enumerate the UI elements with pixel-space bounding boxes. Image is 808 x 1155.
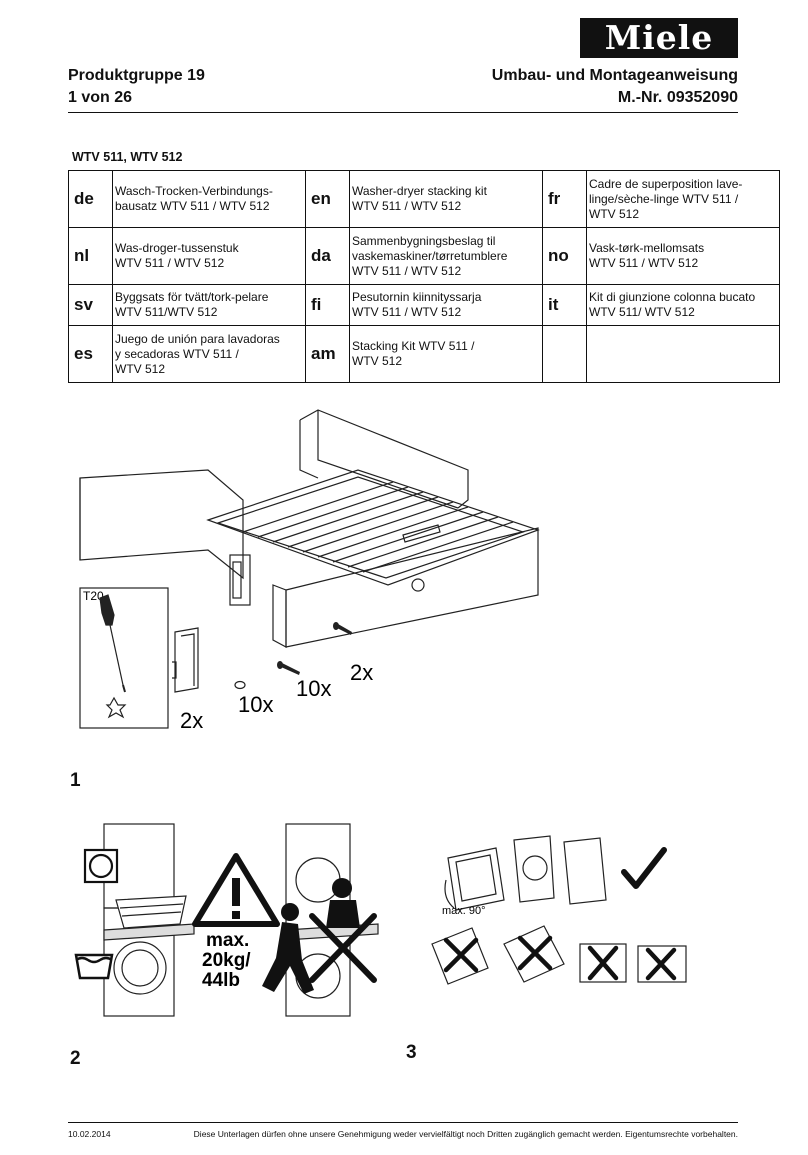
bracket-clip-icon: [172, 627, 199, 693]
figure-3-orientation: max. 90°: [431, 835, 687, 985]
warning-text-line3: 44lb: [202, 970, 240, 991]
language-description-line: Sammenbygningsbeslag til: [352, 233, 496, 248]
qty-washer: 10x: [238, 692, 273, 717]
language-description-line: vaskemaskiner/tørretumblere: [352, 248, 508, 263]
model-heading: WTV 511, WTV 512: [72, 150, 183, 164]
page-info: 1 von 26: [68, 89, 133, 106]
language-description-line: WTV 511 / WTV 512: [115, 256, 225, 270]
warning-text-line2: 20kg/: [202, 950, 251, 971]
screw-icon: [277, 622, 352, 675]
figure-2-number: 2: [70, 1048, 81, 1069]
language-code: sv: [68, 284, 113, 326]
language-description-line: WTV 511 / WTV 512: [352, 305, 462, 319]
language-description-line: Kit di giunzione colonna bucato: [589, 290, 756, 304]
language-description-line: y secadoras WTV 511 /: [115, 346, 239, 361]
language-description-line: Juego de unión para lavadoras: [115, 331, 280, 346]
language-code: es: [68, 325, 113, 383]
language-description-line: WTV 512: [589, 206, 640, 221]
doc-number: M.-Nr. 09352090: [617, 89, 738, 106]
language-code: it: [542, 284, 587, 326]
footer-notice: Diese Unterlagen dürfen ohne unsere Gene…: [193, 1129, 738, 1139]
figure-2-load-warning: max. 20kg/ 44lb: [74, 823, 379, 1017]
language-code: da: [305, 227, 350, 285]
children-silhouette-icon: [262, 878, 360, 994]
language-description-line: WTV 511 / WTV 512: [352, 199, 462, 213]
doc-title: Umbau- und Montageanweisung: [491, 67, 738, 84]
language-description-line: bausatz WTV 511 / WTV 512: [115, 199, 270, 213]
language-description-line: WTV 512: [115, 361, 166, 376]
miele-logo: Miele: [580, 18, 738, 58]
forbidden-cross-icons: [443, 935, 677, 981]
language-description-line: WTV 511/ WTV 512: [589, 305, 695, 319]
language-description: Wasch-Trocken-Verbindungs-bausatz WTV 51…: [112, 170, 306, 228]
warning-text-line1: max.: [206, 930, 249, 951]
language-code: am: [305, 325, 350, 383]
language-code: en: [305, 170, 350, 228]
language-description-line: Cadre de superposition lave-: [589, 176, 743, 191]
figure-1-kit-parts: T20 2x 10x 10x 2x: [79, 409, 540, 733]
washer-icon: [234, 680, 246, 690]
language-description-line: Pesutornin kiinnityssarja: [352, 290, 482, 304]
footer-date: 10.02.2014: [68, 1129, 111, 1139]
language-description-line: WTV 511 / WTV 512: [589, 256, 699, 270]
header-divider: [68, 112, 738, 113]
language-description-line: Wasch-Trocken-Verbindungs-: [115, 184, 273, 198]
footer-divider: [68, 1122, 738, 1123]
language-description-line: Stacking Kit WTV 511 /: [352, 339, 475, 353]
language-code: no: [542, 227, 587, 285]
language-description-line: Byggsats för tvätt/tork-pelare: [115, 290, 269, 304]
prohibited-cross-icon: [309, 913, 377, 983]
tool-box: [79, 587, 169, 729]
language-description: [586, 325, 780, 383]
figure-1-number: 1: [70, 770, 81, 791]
warning-triangle-icon: [192, 853, 280, 927]
screwdriver-icon: [99, 594, 127, 719]
language-code: fr: [542, 170, 587, 228]
language-code: fi: [305, 284, 350, 326]
washtub-symbol-icon: [74, 953, 114, 980]
dryer-symbol-icon: [83, 848, 119, 884]
tool-label: T20: [83, 589, 104, 603]
language-description-line: WTV 512: [352, 354, 403, 368]
language-description-line: Washer-dryer stacking kit: [352, 184, 487, 198]
allowed-checkmark-icon: [621, 847, 667, 889]
language-description-line: linge/sèche-linge WTV 511 /: [589, 191, 739, 206]
qty-clip: 2x: [180, 708, 203, 733]
language-description: Cadre de superposition lave-linge/sèche-…: [586, 170, 780, 228]
figure-3-number: 3: [406, 1042, 417, 1063]
language-description-line: WTV 511 / WTV 512: [352, 263, 462, 278]
language-description-line: Was-droger-tussenstuk: [115, 241, 239, 255]
product-group: Produktgruppe 19: [68, 67, 205, 84]
qty-screw-small: 2x: [350, 660, 373, 685]
language-code: de: [68, 170, 113, 228]
language-description: Stacking Kit WTV 511 /WTV 512: [349, 325, 543, 383]
language-code: [542, 325, 587, 383]
language-code: nl: [68, 227, 113, 285]
tilt-label: max. 90°: [442, 905, 486, 917]
language-description-line: Vask-tørk-mellomsats: [589, 241, 705, 255]
language-description-line: WTV 511/WTV 512: [115, 305, 218, 319]
qty-screw: 10x: [296, 676, 331, 701]
